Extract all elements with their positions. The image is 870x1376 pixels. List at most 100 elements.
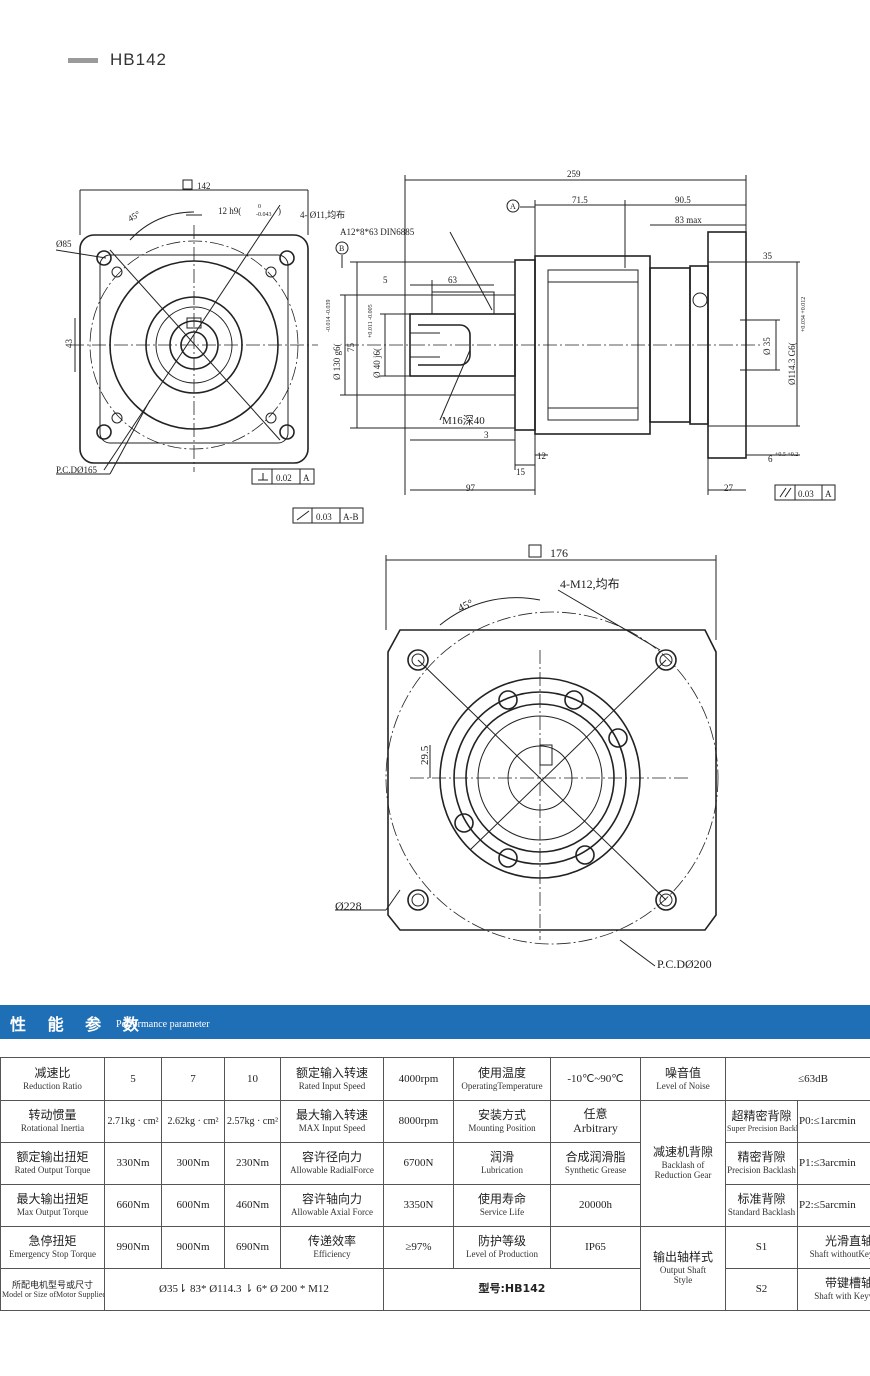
dim-dia40-tol: +0.011 -0.005 bbox=[368, 304, 374, 338]
feature-control-frame-3 bbox=[774, 484, 836, 501]
dim-3: 3 bbox=[484, 430, 489, 440]
p2-value: P2:≤5arcmin bbox=[797, 1184, 870, 1227]
dim-12h9-upper: 0 bbox=[258, 204, 261, 210]
max-input-speed-value: 8000rpm bbox=[383, 1100, 454, 1143]
dim-83max: 83 max bbox=[675, 215, 702, 225]
input-flange-view bbox=[70, 179, 318, 472]
header-accent-bar bbox=[68, 57, 98, 63]
fcf3-ref: A bbox=[825, 489, 832, 499]
dim-176: 176 bbox=[550, 546, 568, 560]
performance-title: 性 能 参 数 bbox=[10, 1015, 147, 1034]
protection-value: IP65 bbox=[550, 1226, 641, 1269]
rated-input-speed-value: 4000rpm bbox=[383, 1057, 454, 1101]
dim-12h9: 12 h9( bbox=[218, 206, 241, 216]
dim-dia114-tol: +0.034 +0.012 bbox=[801, 297, 807, 332]
gearbox-side-view bbox=[340, 175, 800, 495]
emergency-torque-5: 990Nm bbox=[104, 1226, 162, 1269]
dim-dia130: Ø 130 g6( bbox=[332, 344, 342, 381]
page-title: HB142 bbox=[110, 50, 167, 69]
inertia-10: 2.57kg · cm² bbox=[224, 1100, 281, 1143]
axial-force-value: 3350N bbox=[383, 1184, 454, 1227]
holes-4x11: 4- Ø11,均布 bbox=[300, 209, 345, 220]
thread-m16: M16深40 bbox=[442, 414, 485, 427]
dim-dia114: Ø114.3 G6( bbox=[787, 342, 797, 385]
datum-a: A bbox=[510, 202, 516, 211]
angle-45-side: 45° bbox=[126, 209, 142, 224]
dim-12h9-close: ) bbox=[278, 206, 281, 216]
dim-dia228: Ø228 bbox=[335, 899, 362, 913]
dim-6-tol: +0.5 +0.2 bbox=[775, 452, 798, 458]
ratio-7: 7 bbox=[161, 1057, 225, 1101]
dim-63: 63 bbox=[448, 275, 458, 285]
feature-control-frame-1 bbox=[251, 468, 315, 485]
dim-pcd200: P.C.DØ200 bbox=[657, 957, 712, 971]
dim-43: 43 bbox=[64, 339, 74, 349]
dim-dia130-tol: -0.014 -0.039 bbox=[326, 300, 332, 333]
p1-value: P1:≤3arcmin bbox=[797, 1142, 870, 1185]
ratio-10: 10 bbox=[224, 1057, 281, 1101]
dim-90-5: 90.5 bbox=[675, 195, 691, 205]
dim-97: 97 bbox=[466, 483, 476, 493]
service-life-value: 20000h bbox=[550, 1184, 641, 1227]
efficiency-value: ≥97% bbox=[383, 1226, 454, 1269]
motor-size-value: Ø35⇂ 83* Ø114.3 ⇂ 6* Ø 200 * M12 bbox=[104, 1268, 384, 1311]
p0-value: P0:≤1arcmin bbox=[797, 1100, 870, 1143]
inertia-7: 2.62kg · cm² bbox=[161, 1100, 225, 1143]
dim-29-5: 29.5 bbox=[419, 745, 431, 765]
dim-6: 6 bbox=[768, 454, 773, 464]
angle-45-front: 45° bbox=[456, 597, 475, 614]
max-torque-7: 600Nm bbox=[161, 1184, 225, 1227]
performance-subtitle: Performance parameter bbox=[116, 1019, 210, 1030]
inertia-5: 2.71kg · cm² bbox=[104, 1100, 162, 1143]
shaft-s1-code: S1 bbox=[725, 1226, 798, 1269]
max-torque-5: 660Nm bbox=[104, 1184, 162, 1227]
radial-force-value: 6700N bbox=[383, 1142, 454, 1185]
datum-b: B bbox=[339, 244, 344, 253]
ratio-5: 5 bbox=[104, 1057, 162, 1101]
dim-15: 15 bbox=[516, 467, 526, 477]
technical-drawing: 142 12 h9( 0 -0.043 ) 4- Ø11,均布 45° Ø85 … bbox=[55, 169, 836, 971]
dim-142: 142 bbox=[197, 181, 211, 191]
max-torque-10: 460Nm bbox=[224, 1184, 281, 1227]
fcf2-value: 0.03 bbox=[316, 512, 332, 522]
rated-torque-7: 300Nm bbox=[161, 1142, 225, 1185]
dim-5: 5 bbox=[383, 275, 388, 285]
operating-temp-value: -10℃~90℃ bbox=[550, 1057, 641, 1101]
dim-71-5: 71.5 bbox=[572, 195, 588, 205]
output-flange-view bbox=[335, 544, 719, 967]
dim-27: 27 bbox=[724, 483, 734, 493]
fcf1-value: 0.02 bbox=[276, 473, 292, 483]
dim-12h9-lower: -0.043 bbox=[256, 212, 272, 218]
feature-control-frame-2 bbox=[292, 507, 364, 524]
dim-75: 75 bbox=[346, 343, 356, 353]
fcf1-ref: A bbox=[303, 473, 310, 483]
dim-pcd165: P.C.DØ165 bbox=[56, 465, 98, 475]
